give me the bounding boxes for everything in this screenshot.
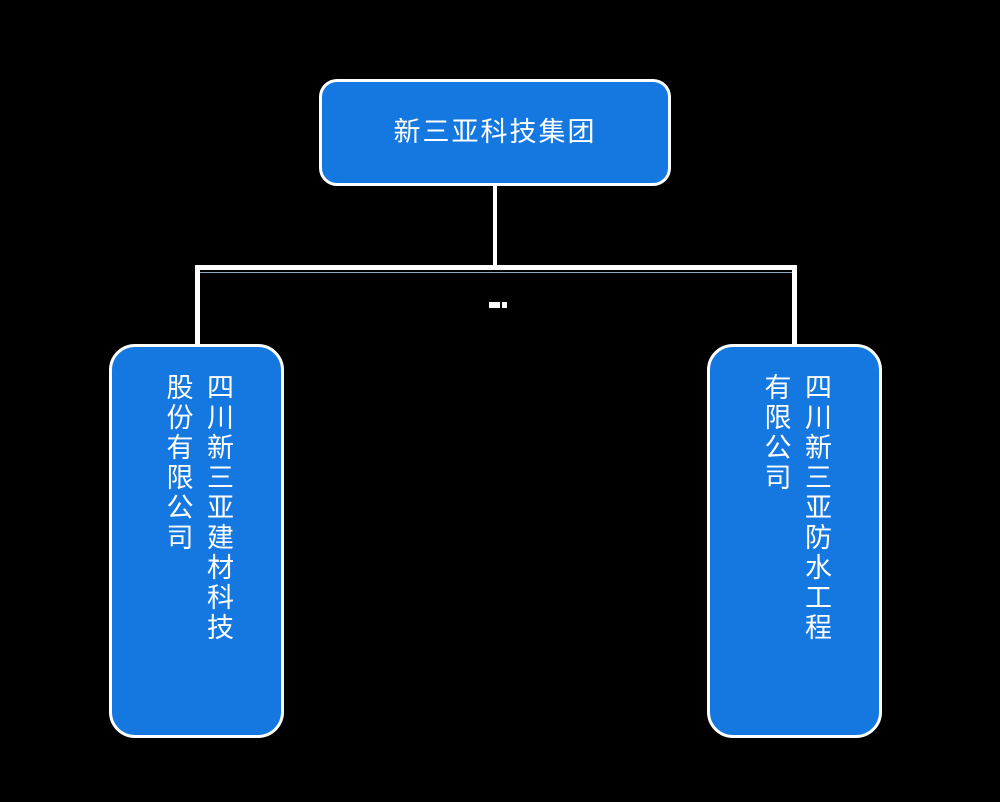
connector-horizontal-bar [195,265,797,270]
org-node-left-column-1: 四川新三亚建材科技 [202,373,234,643]
org-node-left[interactable]: 四川新三亚建材科技 股份有限公司 [109,344,284,738]
connector-bar-hairline [199,272,793,273]
connector-root-stem [493,186,497,269]
connector-drop-right [792,265,797,349]
org-node-right-column-1: 四川新三亚防水工程 [800,373,832,643]
org-node-root-label: 新三亚科技集团 [393,117,597,148]
org-node-right-text: 四川新三亚防水工程 有限公司 [757,373,832,713]
org-node-right[interactable]: 四川新三亚防水工程 有限公司 [707,344,882,738]
org-node-left-column-2: 股份有限公司 [161,373,193,553]
org-node-right-column-2: 有限公司 [759,373,791,493]
org-node-left-text: 四川新三亚建材科技 股份有限公司 [159,373,234,713]
render-artifact-speck [489,302,507,308]
org-node-root[interactable]: 新三亚科技集团 [319,79,671,186]
connector-drop-left [195,265,200,349]
